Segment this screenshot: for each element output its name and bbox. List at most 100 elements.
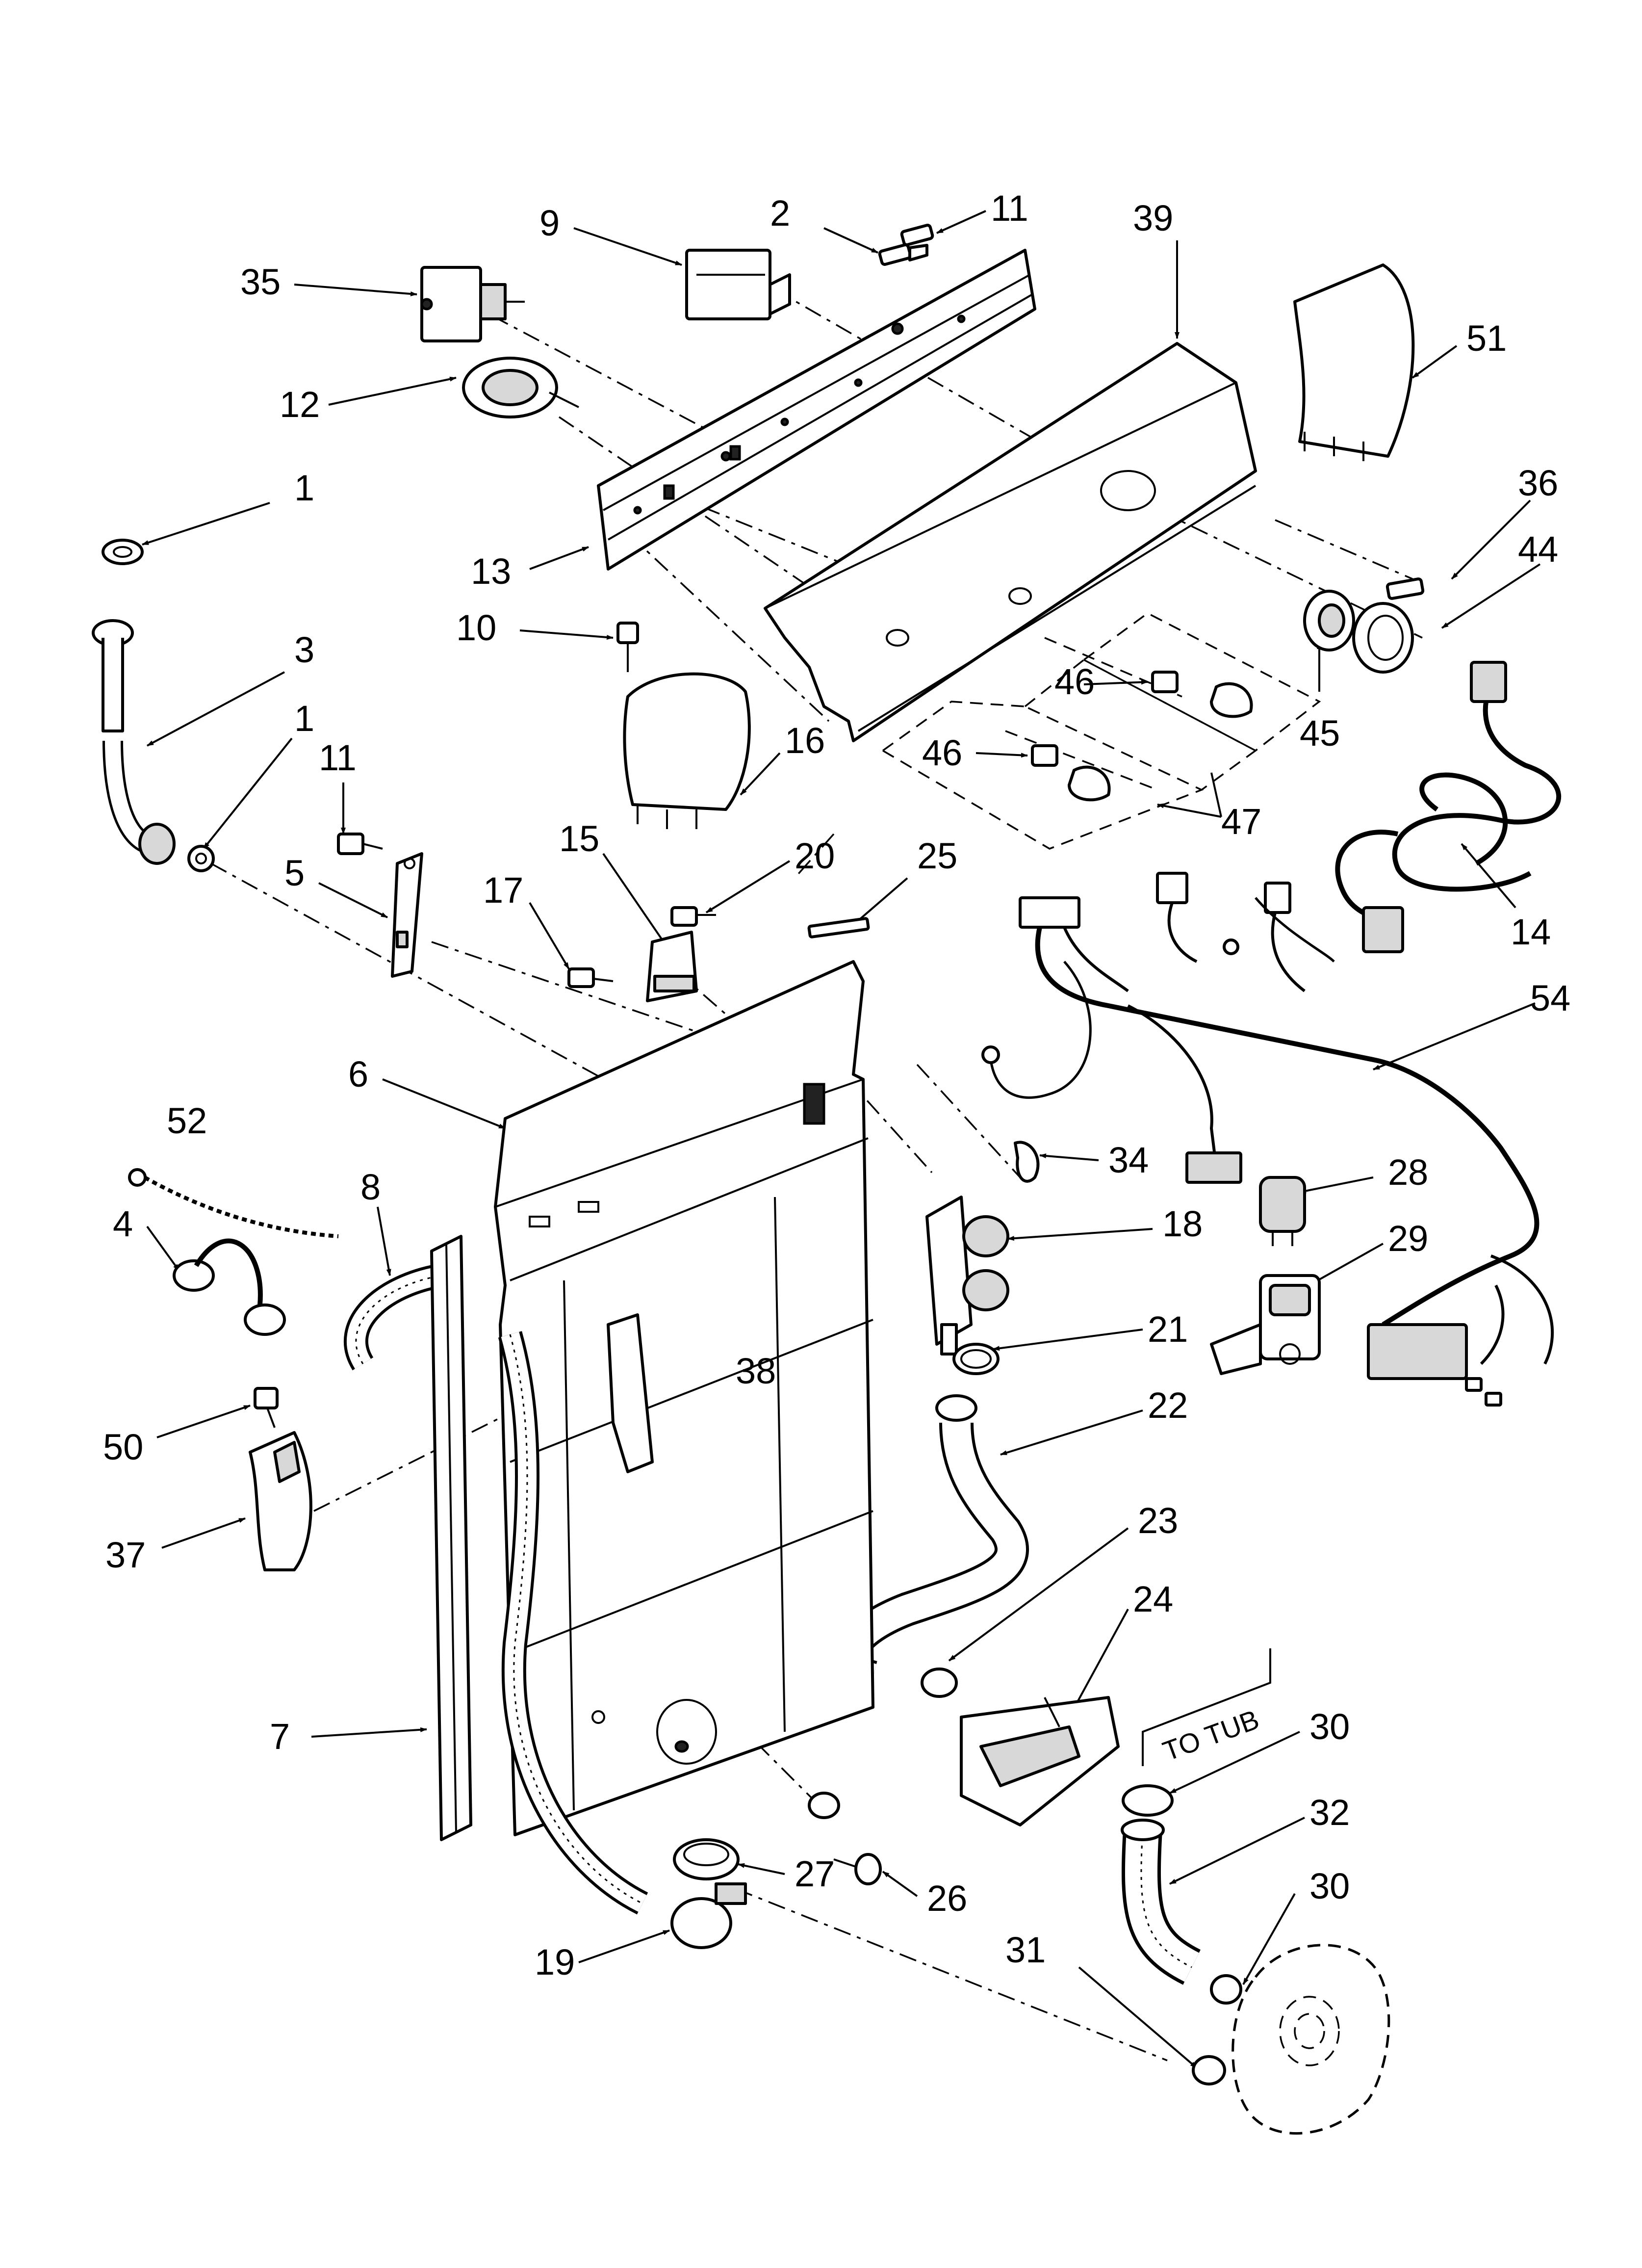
part-9-switch xyxy=(685,249,791,320)
label-11-top: 11 xyxy=(991,188,1028,229)
label-4: 4 xyxy=(113,1203,133,1244)
part-20-screw xyxy=(670,906,716,927)
label-46-upper: 46 xyxy=(1054,661,1095,702)
label-52: 52 xyxy=(167,1100,207,1141)
part-11-screw-lower xyxy=(337,833,383,855)
label-38: 38 xyxy=(736,1351,776,1391)
part-46-knob-insert-b xyxy=(1031,744,1058,767)
part-2-screw xyxy=(878,243,928,266)
part-30-clamp-lower xyxy=(1210,1974,1242,2005)
label-5: 5 xyxy=(284,853,305,893)
part-3-fill-hose xyxy=(92,619,176,865)
part-12-timer xyxy=(462,357,579,418)
label-1-lower: 1 xyxy=(294,698,314,739)
label-50: 50 xyxy=(103,1427,143,1467)
part-46-knob-insert-a xyxy=(1151,671,1179,693)
callout-labels: 9 2 11 39 35 12 51 1 13 36 44 10 3 46 1 … xyxy=(103,188,1570,1982)
part-23-clamp xyxy=(921,1668,958,1698)
label-24: 24 xyxy=(1133,1579,1173,1619)
label-45: 45 xyxy=(1300,713,1340,754)
part-18-water-valve xyxy=(925,1196,1009,1356)
label-21: 21 xyxy=(1148,1309,1188,1350)
label-26: 26 xyxy=(927,1878,967,1919)
part-50-screw xyxy=(254,1387,279,1428)
label-44: 44 xyxy=(1518,529,1558,570)
label-13: 13 xyxy=(471,551,511,592)
label-54: 54 xyxy=(1530,978,1570,1018)
label-6: 6 xyxy=(348,1054,368,1095)
part-15-bracket xyxy=(646,931,698,1002)
part-10-screw xyxy=(616,622,639,672)
label-9: 9 xyxy=(539,203,560,243)
label-51: 51 xyxy=(1466,318,1507,359)
label-34: 34 xyxy=(1108,1140,1149,1180)
label-19: 19 xyxy=(535,1942,575,1982)
part-5-strap xyxy=(391,852,423,978)
part-13-control-bracket xyxy=(597,249,1036,571)
label-30-lower: 30 xyxy=(1309,1866,1350,1906)
part-21-clamp xyxy=(952,1343,1000,1375)
label-31: 31 xyxy=(1005,1929,1046,1970)
label-25: 25 xyxy=(917,835,957,876)
leader-lines xyxy=(142,210,1541,2069)
label-23: 23 xyxy=(1138,1500,1178,1541)
label-46-lower: 46 xyxy=(922,732,962,773)
label-47: 47 xyxy=(1221,801,1261,842)
part-39-console xyxy=(764,342,1257,742)
part-22-inlet-hose xyxy=(832,1394,1029,1694)
label-14: 14 xyxy=(1511,912,1551,952)
part-38-bracket xyxy=(607,1313,654,1473)
part-47-knob-b xyxy=(1068,765,1111,802)
part-4-clip xyxy=(173,1238,286,1336)
label-27: 27 xyxy=(795,1853,835,1894)
label-17: 17 xyxy=(483,870,523,911)
label-20: 20 xyxy=(795,835,835,876)
label-37: 37 xyxy=(105,1535,146,1575)
part-30-clamp-upper xyxy=(1122,1784,1174,1817)
part-16-end-cap xyxy=(623,672,751,829)
part-14-power-cord xyxy=(1335,661,1562,953)
label-1-top: 1 xyxy=(294,468,314,508)
part-52-tie-strap xyxy=(128,1168,339,1238)
part-11-screw-top xyxy=(900,224,934,246)
part-54-wire-harness xyxy=(981,872,1554,1407)
label-3: 3 xyxy=(294,629,314,670)
label-35: 35 xyxy=(240,261,281,302)
part-25-clip xyxy=(807,917,870,938)
label-32: 32 xyxy=(1309,1792,1350,1833)
label-11-lower: 11 xyxy=(319,737,357,778)
part-32-drain-hose xyxy=(1121,1819,1201,1985)
part-36-screw xyxy=(1385,577,1425,600)
part-44-knob xyxy=(1352,602,1414,674)
part-51-end-cap xyxy=(1293,263,1415,461)
part-29-pump xyxy=(1210,1274,1321,1375)
part-8-drain-hose xyxy=(344,1263,648,1915)
part-34-clip xyxy=(1014,1141,1040,1183)
label-39: 39 xyxy=(1133,198,1173,238)
part-35-switch xyxy=(420,266,525,342)
label-7: 7 xyxy=(270,1716,290,1757)
label-12: 12 xyxy=(280,384,320,425)
label-28: 28 xyxy=(1388,1152,1428,1193)
part-26-plug xyxy=(808,1792,882,1885)
part-27-clamp xyxy=(673,1838,740,1880)
label-36: 36 xyxy=(1518,463,1558,503)
part-37-bracket xyxy=(249,1431,312,1571)
label-15: 15 xyxy=(559,818,599,859)
label-22: 22 xyxy=(1148,1385,1188,1426)
part-17-screw xyxy=(567,967,614,988)
part-7-side-strip xyxy=(430,1235,472,1841)
label-2: 2 xyxy=(770,193,790,234)
label-30-upper: 30 xyxy=(1309,1706,1350,1747)
part-45-knob-base xyxy=(1303,590,1355,652)
label-8: 8 xyxy=(360,1167,381,1207)
to-tub-bracket xyxy=(1142,1648,1271,1766)
label-16: 16 xyxy=(785,720,825,761)
part-47-knob-a xyxy=(1210,682,1253,718)
label-10: 10 xyxy=(456,607,496,648)
part-1-nut xyxy=(102,539,144,565)
part-28-relay xyxy=(1259,1176,1306,1246)
part-24-dispenser xyxy=(960,1696,1120,1826)
label-29: 29 xyxy=(1388,1218,1428,1259)
